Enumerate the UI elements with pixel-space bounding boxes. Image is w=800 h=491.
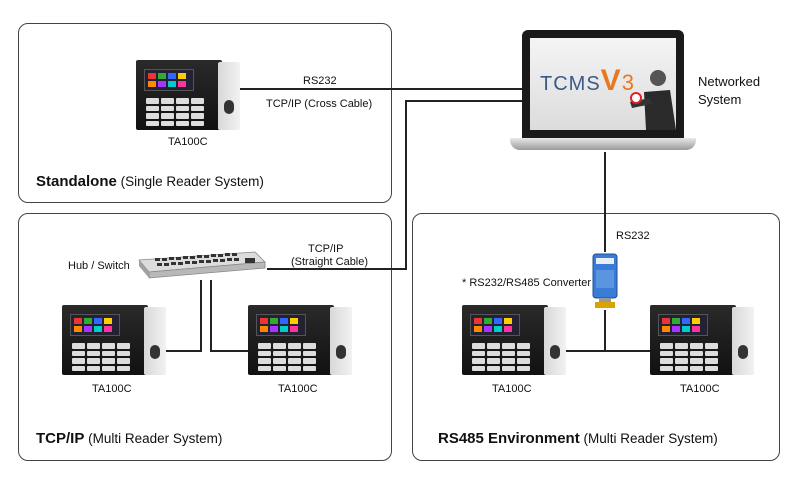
rs232-top-label: RS232 <box>303 75 337 87</box>
hub-switch-icon <box>138 251 266 279</box>
wire-rs232-down <box>604 152 606 252</box>
wire-tcpip-hub <box>267 268 407 270</box>
device-tcp-right <box>248 305 352 375</box>
laptop-networked-system: TCMSV3 <box>510 30 696 152</box>
device-rs485-left <box>462 305 566 375</box>
device-standalone-label: TA100C <box>168 136 208 148</box>
wire-conv-down <box>604 310 606 352</box>
device-tcp-left <box>62 305 166 375</box>
tcpip-straight-label-2: (Straight Cable) <box>291 256 369 268</box>
wire-conv-left <box>555 350 606 352</box>
converter-label: * RS232/RS485 Converter <box>462 277 592 289</box>
rs232-rs485-converter-icon <box>592 253 618 308</box>
businessman-icon <box>630 70 676 130</box>
device-standalone <box>136 60 240 130</box>
device-tcp-left-label: TA100C <box>92 383 132 395</box>
standalone-title: Standalone (Single Reader System) <box>36 173 264 190</box>
wire-hub-down-2 <box>210 280 212 352</box>
networked-label-2: System <box>698 92 742 107</box>
wire-tcpip-laptop <box>405 100 525 102</box>
wire-hub-right <box>210 350 250 352</box>
rs485-title: RS485 Environment (Multi Reader System) <box>438 430 718 447</box>
device-rs485-right-label: TA100C <box>680 383 720 395</box>
wire-rs232-top <box>235 88 525 90</box>
tcpip-straight-label-1: TCP/IP <box>308 243 344 255</box>
device-rs485-right <box>650 305 754 375</box>
rs232-right-label: RS232 <box>616 230 650 242</box>
wire-hub-left <box>160 350 202 352</box>
networked-label-1: Networked <box>698 74 761 89</box>
wire-tcpip-down <box>405 100 407 270</box>
wire-conv-right <box>604 350 652 352</box>
tcms-logo: TCMSV3 <box>540 64 635 97</box>
tcpip-cross-label: TCP/IP (Cross Cable) <box>266 98 373 110</box>
hub-switch-label: Hub / Switch <box>68 260 130 272</box>
tcpip-title: TCP/IP (Multi Reader System) <box>36 430 223 447</box>
device-rs485-left-label: TA100C <box>492 383 532 395</box>
wire-hub-down-1 <box>200 280 202 352</box>
device-tcp-right-label: TA100C <box>278 383 318 395</box>
